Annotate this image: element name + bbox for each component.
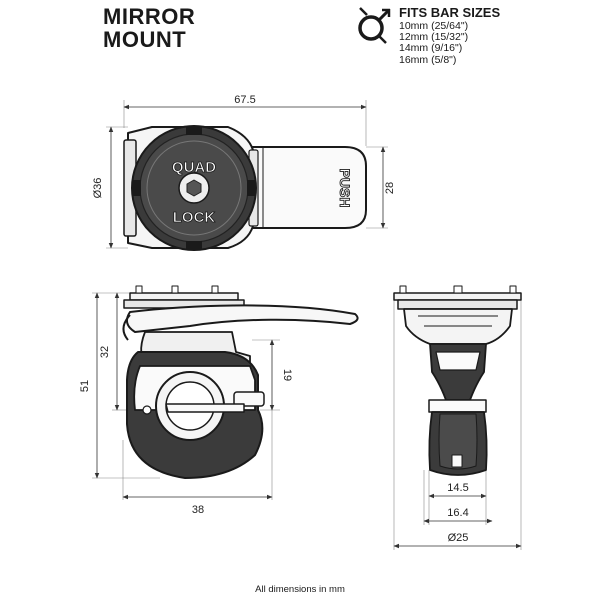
dim-front-c: Ø25 <box>448 532 469 544</box>
dim-top-height: 28 <box>384 182 396 194</box>
top-view <box>106 100 388 251</box>
side-view <box>92 285 359 500</box>
dim-side-upper-height: 32 <box>99 346 111 358</box>
bar-size-item: 16mm (5/8") <box>399 53 457 66</box>
bar-size-item: 10mm (25/64") <box>399 20 469 32</box>
dim-side-clamp-height: 19 <box>281 369 293 381</box>
dim-top-width: 67.5 <box>234 94 255 106</box>
dim-top-diameter: Ø36 <box>92 178 104 199</box>
bar-size-item: 14mm (9/16") <box>399 42 463 55</box>
dim-front-a: 14.5 <box>447 482 468 494</box>
logo-word-lock: LOCK <box>173 209 216 226</box>
bar-size-item: 12mm (15/32") <box>399 31 469 44</box>
lever-push-label: PUSH <box>337 169 353 208</box>
units-note: All dimensions in mm <box>255 584 345 595</box>
bar-size-list: 10mm (25/64") 12mm (15/32") 14mm (9/16")… <box>399 20 469 66</box>
dim-front-b: 16.4 <box>447 507 468 519</box>
dim-side-total-height: 51 <box>79 380 91 392</box>
front-view <box>393 285 522 550</box>
product-title: MIRROR MOUNT <box>103 5 195 51</box>
logo-word-quad: QUAD <box>172 159 216 176</box>
title-line-1: MIRROR <box>103 4 196 29</box>
fits-bar-sizes-heading: FITS BAR SIZES <box>399 5 501 20</box>
dim-side-width: 38 <box>192 504 204 516</box>
bar-size-gauge-icon <box>358 7 391 44</box>
title-line-2: MOUNT <box>103 27 187 52</box>
